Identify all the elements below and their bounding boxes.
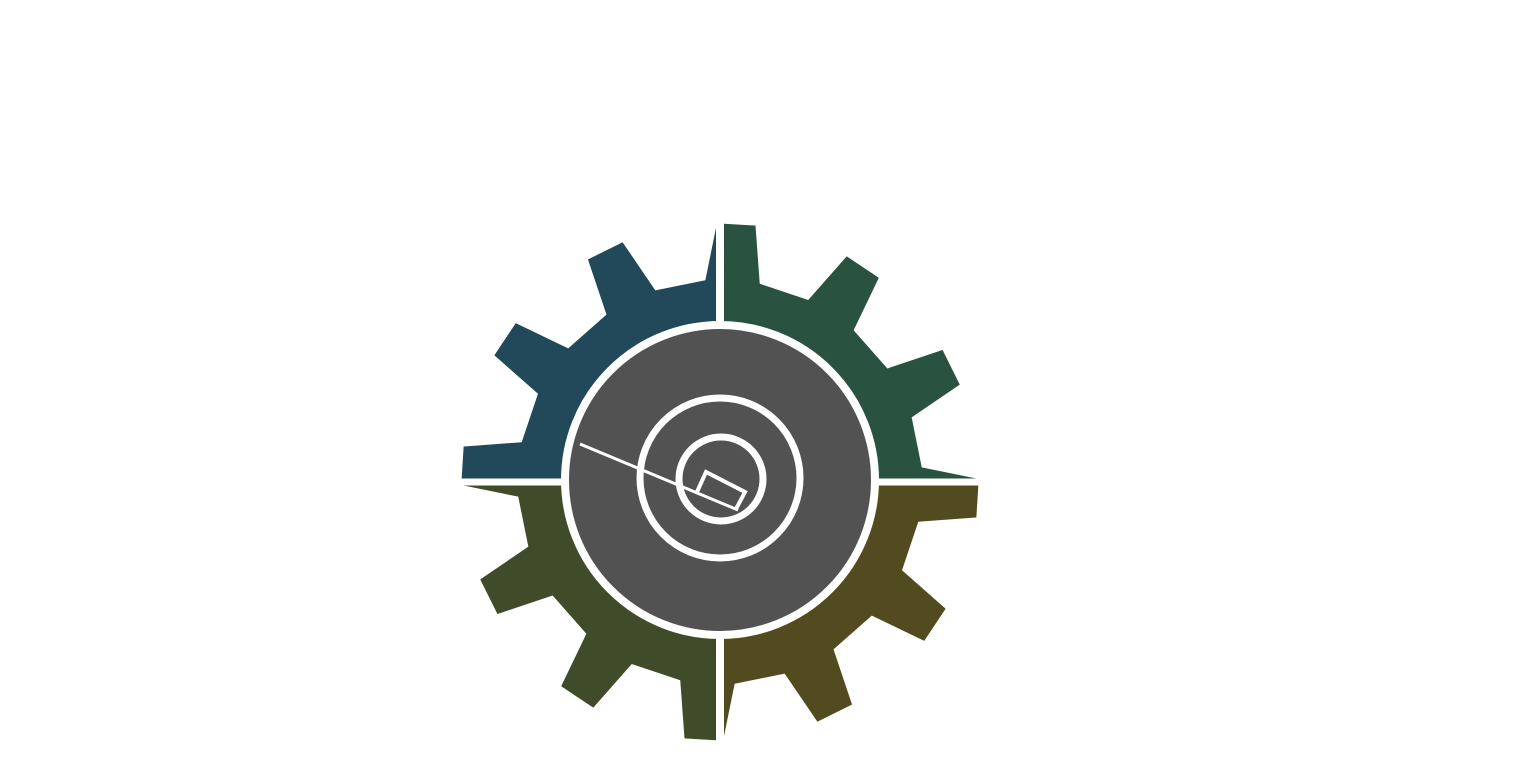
gear-center-ring: [675, 433, 767, 525]
gear-pointer-tip: [695, 469, 748, 510]
gear-pointer-line: [579, 442, 739, 512]
gear-inner-ring: [636, 394, 804, 562]
